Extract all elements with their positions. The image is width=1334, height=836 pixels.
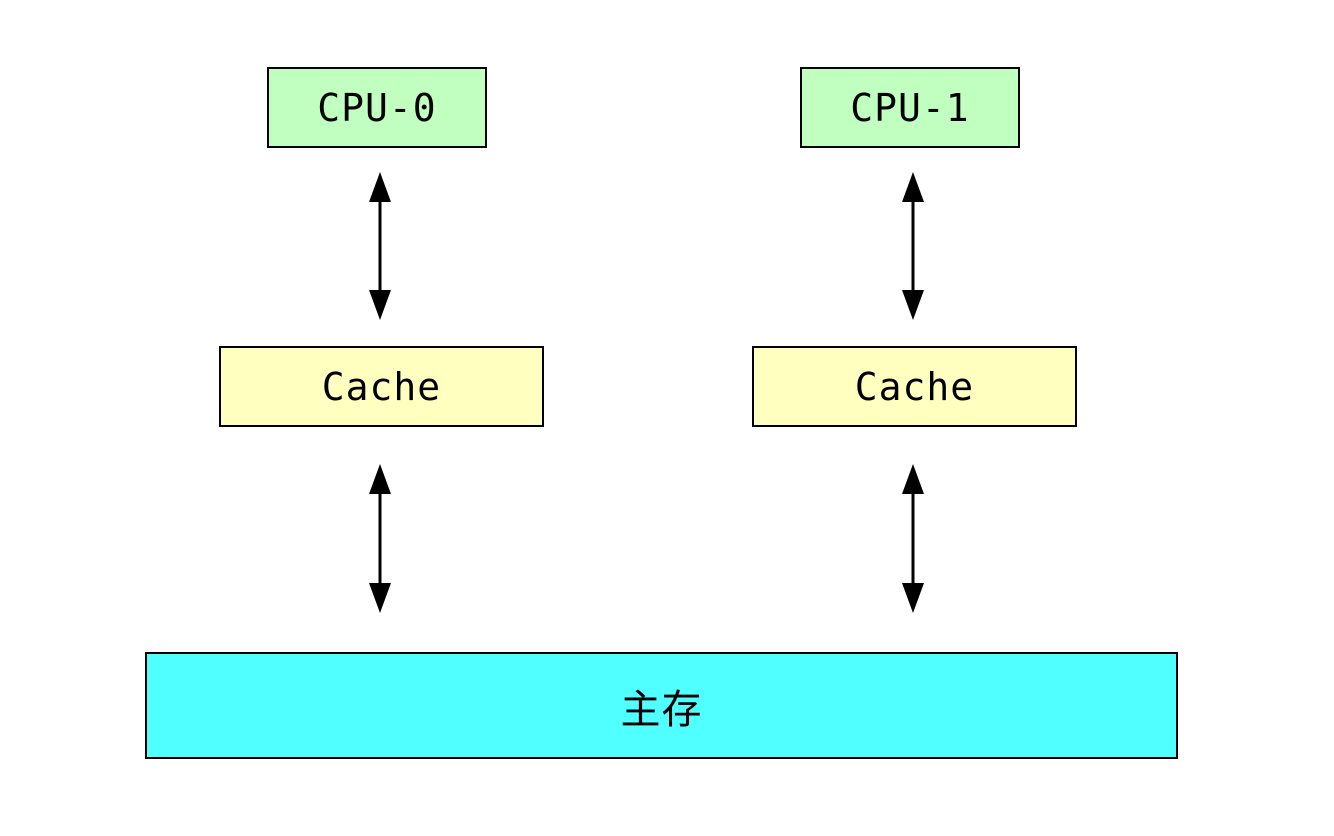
- main-memory-box: 主存: [145, 652, 1178, 759]
- cache-1-box: Cache: [752, 346, 1077, 427]
- cpu-0-box: CPU-0: [267, 67, 487, 148]
- arrow-cpu1-cache1: [902, 172, 924, 320]
- cache-0-label: Cache: [321, 364, 442, 409]
- arrow-cache0-memory: [369, 464, 391, 613]
- cpu-1-box: CPU-1: [800, 67, 1020, 148]
- cache-0-box: Cache: [219, 346, 544, 427]
- arrow-cpu0-cache0: [369, 172, 391, 320]
- arrow-cache1-memory: [902, 464, 924, 613]
- cpu-0-label: CPU-0: [317, 85, 437, 130]
- cache-1-label: Cache: [854, 364, 975, 409]
- cpu-1-label: CPU-1: [850, 85, 970, 130]
- main-memory-label: 主存: [620, 686, 703, 733]
